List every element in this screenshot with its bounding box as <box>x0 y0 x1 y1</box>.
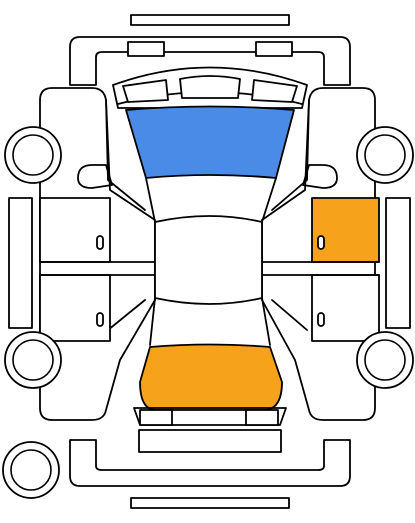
front-right-door-handle[interactable] <box>317 235 325 250</box>
rear-right-taillight[interactable] <box>245 409 279 426</box>
wheel-front-right-hub <box>364 134 406 176</box>
front-left-door-handle[interactable] <box>96 235 104 250</box>
wheel-rear-left-hub <box>12 339 54 381</box>
left-mirror-icon[interactable] <box>77 164 113 189</box>
trunk[interactable] <box>133 407 287 426</box>
right-mirror-icon[interactable] <box>302 164 338 189</box>
wheel-front-left-hub <box>12 134 54 176</box>
rear-right-door-handle[interactable] <box>317 312 325 327</box>
rear-left-taillight[interactable] <box>139 409 173 426</box>
left-side-panel[interactable] <box>8 197 33 329</box>
hood-left-vent[interactable] <box>122 79 169 103</box>
rear-license-area[interactable] <box>138 429 282 453</box>
front-left-headlight[interactable] <box>127 41 165 57</box>
front-left-door[interactable] <box>39 197 111 263</box>
front-right-headlight[interactable] <box>255 41 293 57</box>
rear-left-door-handle[interactable] <box>96 312 104 327</box>
windshield[interactable] <box>125 105 295 179</box>
rear-right-door[interactable] <box>311 274 380 342</box>
front-right-door[interactable] <box>311 197 380 263</box>
spare-wheel-hub <box>10 449 52 491</box>
front-top-bar[interactable] <box>130 14 290 26</box>
hood[interactable] <box>112 66 308 109</box>
hood-center-panel[interactable] <box>179 75 241 99</box>
wheel-rear-right-hub <box>364 339 406 381</box>
hood-right-vent[interactable] <box>251 79 298 103</box>
right-side-panel[interactable] <box>385 197 411 329</box>
rear-bottom-bar[interactable] <box>130 497 290 509</box>
rear-left-door[interactable] <box>39 274 111 342</box>
front-bumper[interactable] <box>69 36 351 86</box>
roof[interactable] <box>154 215 263 305</box>
rear-window[interactable] <box>139 343 283 411</box>
rear-bumper[interactable] <box>69 439 351 487</box>
